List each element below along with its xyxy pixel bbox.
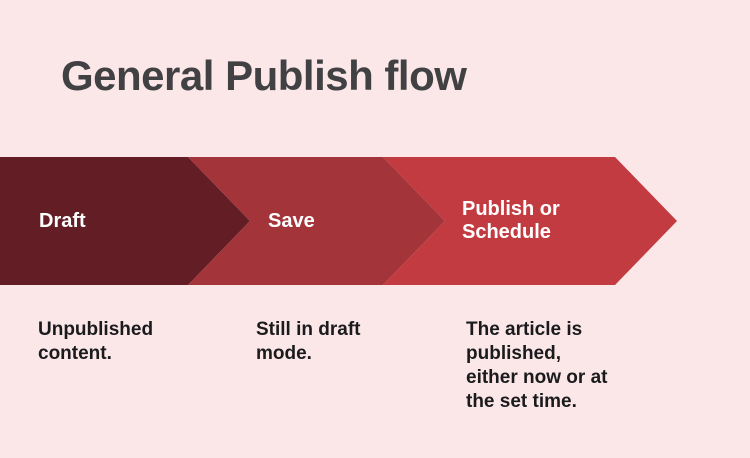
- chevron-arrow-save: [188, 157, 445, 285]
- description-publish-or-schedule: The article is published, either now or …: [466, 319, 608, 412]
- chevron-label-publish-or-schedule: Publish or Schedule: [462, 198, 560, 243]
- chevron-arrow-publish: [383, 157, 677, 285]
- description-save: Still in draft mode.: [256, 319, 361, 364]
- chevron-arrow-draft: [0, 157, 250, 285]
- chevron-label-draft: Draft: [39, 209, 86, 232]
- description-draft: Unpublished content.: [38, 319, 154, 364]
- chevron-label-save: Save: [268, 209, 315, 232]
- page-title: General Publish flow: [61, 52, 467, 99]
